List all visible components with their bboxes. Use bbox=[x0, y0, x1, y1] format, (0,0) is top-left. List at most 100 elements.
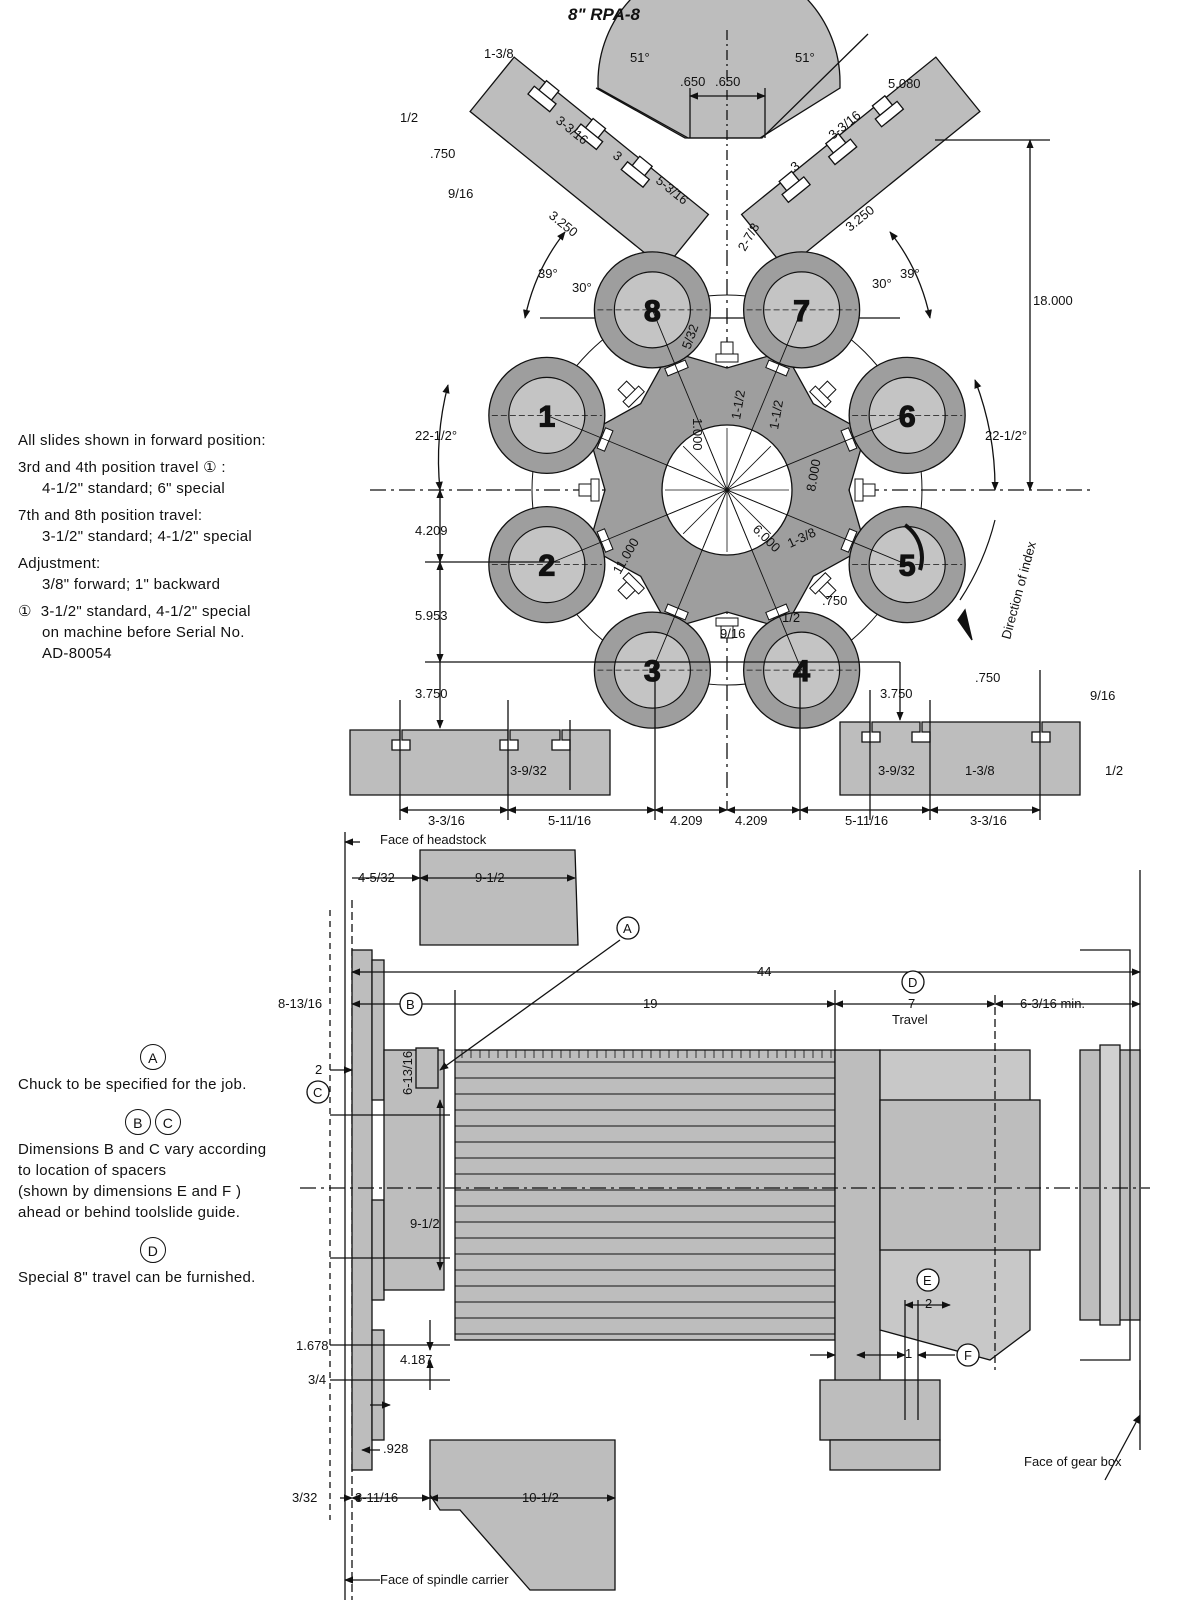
svg-text:3-9/32: 3-9/32 bbox=[878, 763, 915, 778]
svg-text:4.209: 4.209 bbox=[735, 813, 768, 828]
svg-text:8.000: 8.000 bbox=[803, 458, 823, 493]
note-line: on machine before Serial No. bbox=[42, 624, 245, 641]
svg-text:51°: 51° bbox=[630, 50, 650, 65]
svg-text:39°: 39° bbox=[900, 266, 920, 281]
svg-text:3-9/32: 3-9/32 bbox=[510, 763, 547, 778]
svg-text:Travel: Travel bbox=[892, 1012, 928, 1027]
side-view-labels: Face of headstock 4-5/32 9-1/2 44 8-13/1… bbox=[278, 832, 1122, 1587]
upper-left-slide bbox=[469, 56, 710, 270]
svg-text:1.678: 1.678 bbox=[296, 1338, 329, 1353]
mark-a: A bbox=[616, 916, 640, 940]
t-slot-notch bbox=[715, 617, 739, 639]
svg-text:.650: .650 bbox=[680, 74, 705, 89]
t-slot-notch bbox=[578, 478, 600, 502]
note-line: 3rd and 4th position travel ① : bbox=[18, 459, 226, 476]
legend-b-mark: B bbox=[125, 1109, 151, 1135]
spindle-7: 7 bbox=[726, 251, 861, 491]
travel-notes: All slides shown in forward position: 3r… bbox=[18, 430, 266, 664]
legend-c-mark: C bbox=[155, 1109, 181, 1135]
spindle-5: 5 bbox=[726, 489, 966, 624]
svg-text:2: 2 bbox=[925, 1296, 932, 1311]
svg-text:1/2: 1/2 bbox=[1105, 763, 1123, 778]
legend-bc-text: (shown by dimensions E and F ) bbox=[18, 1183, 242, 1200]
bottom-left-block bbox=[349, 670, 728, 820]
bottom-right-block bbox=[726, 670, 1081, 820]
legend-d-row: D bbox=[18, 1237, 288, 1263]
svg-text:.750: .750 bbox=[975, 670, 1000, 685]
svg-text:1-1/2: 1-1/2 bbox=[728, 389, 748, 421]
svg-text:3/32: 3/32 bbox=[292, 1490, 317, 1505]
svg-text:4.209: 4.209 bbox=[670, 813, 703, 828]
center-ray bbox=[682, 489, 728, 535]
legend-bc-text: ahead or behind toolslide guide. bbox=[18, 1204, 241, 1221]
t-slot-notch bbox=[809, 572, 837, 600]
svg-text:9-1/2: 9-1/2 bbox=[475, 870, 505, 885]
note-line: 7th and 8th position travel: bbox=[18, 507, 203, 524]
note-line: AD-80054 bbox=[42, 645, 112, 662]
legend-d-mark: D bbox=[140, 1237, 166, 1263]
svg-text:C: C bbox=[313, 1085, 322, 1100]
mark-c: C bbox=[306, 1080, 330, 1104]
svg-text:5.953: 5.953 bbox=[415, 608, 448, 623]
svg-text:.750: .750 bbox=[430, 146, 455, 161]
svg-text:2: 2 bbox=[315, 1062, 322, 1077]
center-ray bbox=[726, 445, 772, 491]
svg-text:9/16: 9/16 bbox=[720, 626, 745, 641]
svg-text:3.750: 3.750 bbox=[415, 686, 448, 701]
svg-text:1.000: 1.000 bbox=[690, 418, 705, 451]
svg-text:3-11/16: 3-11/16 bbox=[355, 1490, 398, 1505]
svg-text:1-3/8: 1-3/8 bbox=[484, 46, 514, 61]
mark-d: D bbox=[901, 970, 925, 994]
note-line: ① 3-1/2" standard, 4-1/2" special bbox=[18, 601, 266, 622]
svg-text:8-13/16: 8-13/16 bbox=[278, 996, 322, 1011]
svg-text:6-3/16 min.: 6-3/16 min. bbox=[1020, 996, 1085, 1011]
svg-text:44: 44 bbox=[757, 964, 771, 979]
svg-text:1/2: 1/2 bbox=[782, 610, 800, 625]
spindle-number: 3 bbox=[644, 655, 661, 688]
svg-text:D: D bbox=[908, 975, 917, 990]
svg-text:Face of spindle carrier: Face of spindle carrier bbox=[380, 1572, 509, 1587]
legend-d-text: Special 8" travel can be furnished. bbox=[18, 1269, 256, 1286]
svg-text:9/16: 9/16 bbox=[1090, 688, 1115, 703]
svg-text:9/16: 9/16 bbox=[448, 186, 473, 201]
note-line: 4-1/2" standard; 6" special bbox=[42, 480, 226, 497]
spindle-2: 2 bbox=[488, 489, 728, 624]
spindle-number: 6 bbox=[899, 400, 916, 433]
center-ray bbox=[682, 445, 728, 491]
svg-text:3/4: 3/4 bbox=[308, 1372, 326, 1387]
svg-text:.928: .928 bbox=[383, 1441, 408, 1456]
legend-a-row: A bbox=[18, 1044, 288, 1070]
svg-text:39°: 39° bbox=[538, 266, 558, 281]
svg-text:Face of gear box: Face of gear box bbox=[1024, 1454, 1122, 1469]
svg-text:Direction of index: Direction of index bbox=[998, 539, 1039, 640]
legend-bc-text: to location of spacers bbox=[18, 1162, 167, 1179]
svg-text:1-1/2: 1-1/2 bbox=[766, 399, 786, 431]
note-line: 3-1/2" standard; 4-1/2" special bbox=[42, 528, 253, 545]
svg-text:22-1/2°: 22-1/2° bbox=[415, 428, 457, 443]
svg-text:7: 7 bbox=[908, 996, 915, 1011]
spindle-8: 8 bbox=[593, 251, 728, 491]
svg-text:.650: .650 bbox=[715, 74, 740, 89]
drawing-title: 8" RPA-8 bbox=[568, 5, 641, 24]
t-slot-notch bbox=[617, 380, 645, 408]
svg-text:1/2: 1/2 bbox=[400, 110, 418, 125]
svg-text:6-13/16: 6-13/16 bbox=[400, 1051, 415, 1095]
note-line: 3/8" forward; 1" backward bbox=[42, 576, 221, 593]
svg-text:22-1/2°: 22-1/2° bbox=[985, 428, 1027, 443]
svg-text:30°: 30° bbox=[572, 280, 592, 295]
svg-text:9-1/2: 9-1/2 bbox=[410, 1216, 440, 1231]
t-slot-notch bbox=[854, 478, 876, 502]
svg-text:10-1/2: 10-1/2 bbox=[522, 1490, 559, 1505]
spindle-number: 5 bbox=[899, 550, 916, 583]
note-text: 3-1/2" standard, 4-1/2" special bbox=[40, 603, 251, 620]
spindle-number: 2 bbox=[538, 550, 555, 583]
svg-text:4-5/32: 4-5/32 bbox=[358, 870, 395, 885]
note-line: All slides shown in forward position: bbox=[18, 432, 266, 449]
svg-text:5-11/16: 5-11/16 bbox=[845, 813, 888, 828]
svg-text:F: F bbox=[964, 1348, 972, 1363]
svg-text:B: B bbox=[406, 997, 415, 1012]
